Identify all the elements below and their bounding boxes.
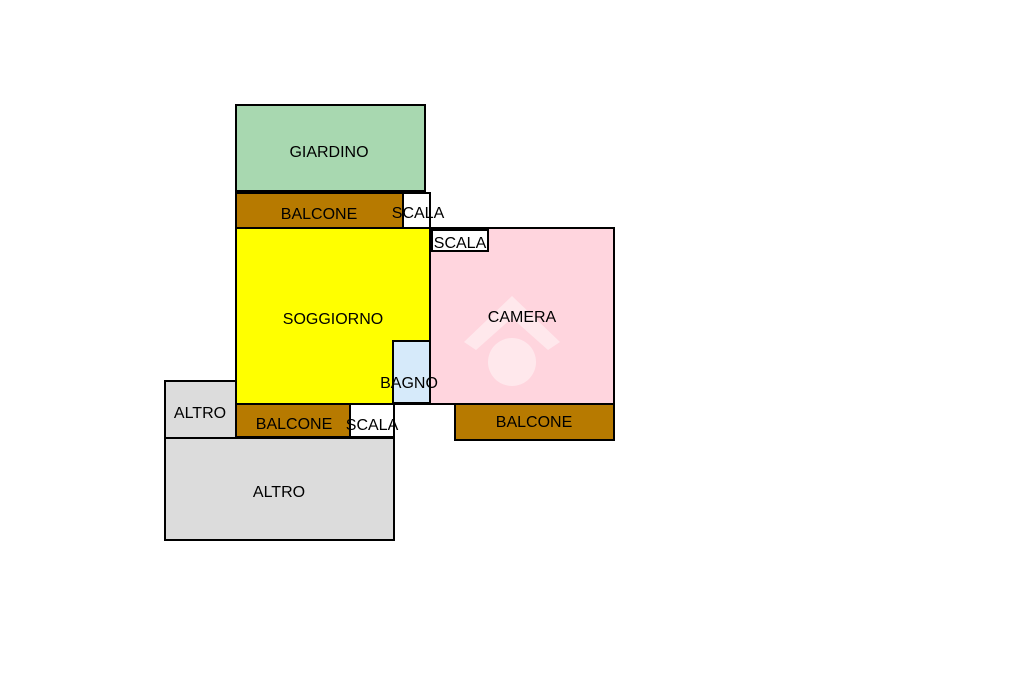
room-balcone-right <box>454 403 615 441</box>
room-bagno <box>392 340 431 404</box>
house-logo-icon <box>464 296 560 386</box>
label-altro-large: ALTRO <box>252 484 306 501</box>
room-scala-bottom <box>349 403 395 438</box>
room-scala-camera <box>431 229 489 252</box>
label-giardino: GIARDINO <box>289 144 369 161</box>
room-altro-large <box>164 437 395 541</box>
room-balcone-bottom <box>235 403 351 438</box>
label-altro-small: ALTRO <box>173 405 227 422</box>
room-scala-top <box>402 192 431 229</box>
label-balcone-right: BALCONE <box>495 414 573 431</box>
label-bagno: BAGNO <box>380 375 438 392</box>
label-scala-camera: SCALA <box>433 235 487 252</box>
label-scala-bottom: SCALA <box>345 417 399 434</box>
label-camera: CAMERA <box>487 309 557 326</box>
label-scala-top: SCALA <box>391 205 445 222</box>
room-giardino <box>235 104 426 192</box>
label-balcone-bottom: BALCONE <box>255 416 333 433</box>
label-soggiorno: SOGGIORNO <box>282 311 384 328</box>
label-balcone-top: BALCONE <box>280 206 358 223</box>
